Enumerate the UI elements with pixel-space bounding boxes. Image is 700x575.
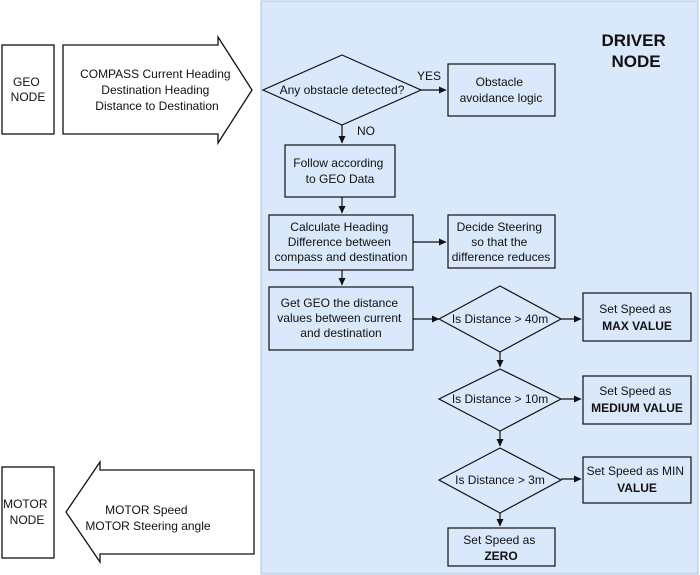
distance-40m-decision — [437, 285, 563, 353]
speed-zero-label: Set Speed as ZERO — [463, 533, 538, 563]
distance-10m-decision — [437, 368, 563, 432]
get-geo-box — [268, 286, 414, 351]
geo-node-label: GEO NODE — [11, 75, 46, 104]
edge-yes-label: YES — [417, 69, 441, 83]
motor-data-label: MOTOR Speed MOTOR Steering angle — [85, 503, 210, 533]
motor-data-arrow — [65, 459, 255, 565]
geo-data-arrow — [62, 34, 253, 146]
calc-heading-label: Calculate Heading Difference between com… — [275, 220, 408, 264]
speed-zero-box — [447, 527, 556, 567]
decide-steering-label: Decide Steering so that the difference r… — [452, 220, 551, 264]
obstacle-avoidance-box — [447, 63, 556, 117]
geo-data-label: COMPASS Current Heading Destination Head… — [80, 67, 234, 113]
speed-min-box — [582, 456, 692, 504]
speed-max-box — [582, 292, 692, 342]
geo-node-box — [1, 44, 55, 135]
motor-node-box — [1, 466, 55, 559]
follow-geo-box — [284, 144, 396, 198]
speed-max-label: Set Speed as MAX VALUE — [599, 302, 674, 333]
distance-10m-label: Is Distance > 10m — [452, 392, 548, 406]
distance-3m-decision — [437, 447, 563, 514]
follow-geo-label: Follow according to GEO Data — [293, 156, 386, 186]
calc-heading-box — [268, 214, 414, 271]
speed-min-label: Set Speed as MIN VALUE — [587, 464, 688, 495]
obstacle-decision — [261, 54, 423, 126]
obstacle-avoidance-label: Obstacle avoidance logic — [460, 75, 543, 105]
distance-3m-label: Is Distance > 3m — [455, 473, 545, 487]
driver-node-title: DRIVER NODE — [602, 31, 671, 71]
get-geo-label: Get GEO the distance values between curr… — [277, 296, 404, 340]
edge-no-label: NO — [357, 124, 375, 138]
obstacle-decision-label: Any obstacle detected? — [280, 83, 405, 97]
distance-40m-label: Is Distance > 40m — [452, 312, 548, 326]
motor-node-label: MOTOR NODE — [3, 497, 51, 527]
speed-medium-box — [582, 375, 692, 425]
decide-steering-box — [447, 214, 556, 269]
speed-medium-label: Set Speed as MEDIUM VALUE — [591, 384, 683, 415]
